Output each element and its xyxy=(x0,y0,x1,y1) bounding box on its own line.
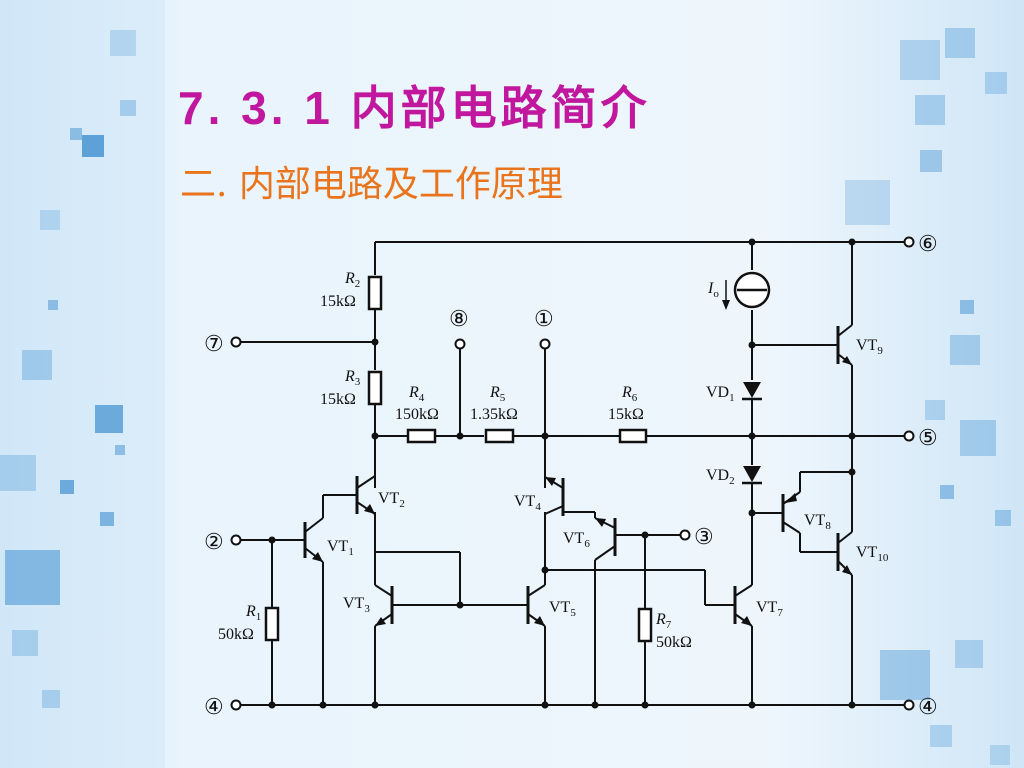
transistor-vt6: VT6 xyxy=(563,517,617,561)
pin-7-label: ⑦ xyxy=(204,331,224,356)
pin-5-label: ⑤ xyxy=(918,425,938,450)
resistor-r4: R4 150kΩ xyxy=(395,384,439,444)
pin-1: ① xyxy=(534,306,554,350)
svg-text:150kΩ: 150kΩ xyxy=(395,406,439,423)
svg-text:VT3: VT3 xyxy=(343,595,370,615)
svg-text:R5: R5 xyxy=(489,384,506,404)
decorative-squares-right xyxy=(845,28,1011,765)
pin-5: ⑤ xyxy=(903,425,938,450)
pin-3-label: ③ xyxy=(694,524,714,549)
svg-text:50kΩ: 50kΩ xyxy=(218,626,254,643)
svg-text:15kΩ: 15kΩ xyxy=(320,391,356,408)
svg-text:VT1: VT1 xyxy=(327,538,354,558)
transistor-vt2: VT2 xyxy=(355,475,405,515)
resistor-r2: R2 15kΩ xyxy=(320,270,383,311)
pin-6-label: ⑥ xyxy=(918,231,938,256)
resistor-r3: R3 15kΩ xyxy=(320,368,383,408)
pin-4-right: ④ xyxy=(903,694,938,719)
junction-dots xyxy=(268,238,856,709)
svg-text:VT6: VT6 xyxy=(563,530,590,550)
svg-text:VT2: VT2 xyxy=(378,490,405,510)
svg-text:50kΩ: 50kΩ xyxy=(656,634,692,651)
pin-3: ③ xyxy=(679,524,714,549)
current-source-io: Io xyxy=(707,271,771,310)
svg-text:VT10: VT10 xyxy=(856,544,889,564)
decorative-squares-left xyxy=(0,30,136,708)
transistor-vt1: VT1 xyxy=(303,517,354,563)
diode-vd2: VD2 xyxy=(706,466,762,487)
transistor-vt5: VT5 xyxy=(526,584,576,627)
svg-text:VT8: VT8 xyxy=(804,512,831,532)
pin-4-right-label: ④ xyxy=(918,694,938,719)
svg-text:R6: R6 xyxy=(621,384,638,404)
slide-title: 7. 3. 1 内部电路简介 xyxy=(178,82,651,134)
resistor-r6: R6 15kΩ xyxy=(608,384,648,444)
transistor-vt10: VT10 xyxy=(836,531,889,576)
pin-2: ② xyxy=(204,529,242,554)
svg-text:Io: Io xyxy=(707,280,719,300)
circuit-wires xyxy=(240,241,905,706)
transistor-vt3: VT3 xyxy=(343,584,394,627)
svg-text:1.35kΩ: 1.35kΩ xyxy=(470,406,518,423)
svg-text:R7: R7 xyxy=(655,611,672,631)
svg-text:R4: R4 xyxy=(408,384,425,404)
svg-text:15kΩ: 15kΩ xyxy=(608,406,644,423)
pin-4-left: ④ xyxy=(204,694,242,719)
pin-8-label: ⑧ xyxy=(449,306,469,331)
pin-2-label: ② xyxy=(204,529,224,554)
svg-text:VD1: VD1 xyxy=(706,384,735,404)
transistor-vt9: VT9 xyxy=(836,324,883,366)
resistor-r7: R7 50kΩ xyxy=(637,607,692,651)
svg-text:R3: R3 xyxy=(344,368,361,388)
svg-text:VD2: VD2 xyxy=(706,467,735,487)
pin-6: ⑥ xyxy=(903,231,938,256)
svg-text:VT7: VT7 xyxy=(756,599,783,619)
svg-text:VT4: VT4 xyxy=(514,493,541,513)
pin-8: ⑧ xyxy=(449,306,469,350)
transistor-vt8: VT8 xyxy=(781,491,831,534)
svg-text:R1: R1 xyxy=(245,603,261,623)
resistor-r1: R1 50kΩ xyxy=(218,603,280,643)
slide-subtitle: 二. 内部电路及工作原理 xyxy=(180,164,563,205)
svg-text:VT5: VT5 xyxy=(549,599,576,619)
svg-text:VT9: VT9 xyxy=(856,337,883,357)
diode-vd1: VD1 xyxy=(706,382,762,404)
svg-text:R2: R2 xyxy=(344,270,360,290)
pin-1-label: ① xyxy=(534,306,554,331)
transistor-vt4: VT4 xyxy=(514,476,565,516)
pin-7: ⑦ xyxy=(204,331,242,356)
resistor-r5: R5 1.35kΩ xyxy=(470,384,518,444)
pin-4-left-label: ④ xyxy=(204,694,224,719)
svg-text:15kΩ: 15kΩ xyxy=(320,293,356,310)
transistor-vt7: VT7 xyxy=(733,584,783,627)
